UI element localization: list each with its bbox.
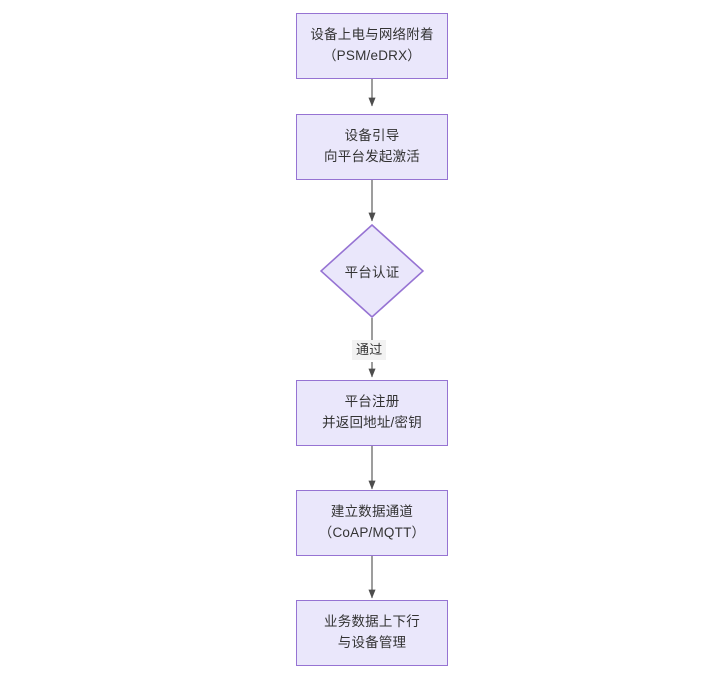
diamond-shape bbox=[319, 223, 425, 319]
node-line: 建立数据通道 bbox=[330, 504, 414, 520]
node-device-bootstrap[interactable]: 设备引导 向平台发起激活 bbox=[296, 114, 448, 180]
node-establish-data-channel[interactable]: 建立数据通道 （CoAP/MQTT） bbox=[296, 490, 448, 556]
node-platform-authentication[interactable]: 平台认证 bbox=[319, 223, 425, 319]
node-line: 并返回地址/密钥 bbox=[322, 415, 422, 430]
node-line: 设备上电与网络附着 bbox=[310, 27, 434, 43]
node-line: 设备引导 bbox=[344, 128, 400, 144]
node-line: 平台认证 bbox=[344, 265, 400, 280]
node-business-data-and-device-management[interactable]: 业务数据上下行 与设备管理 bbox=[296, 600, 448, 666]
node-line: 与设备管理 bbox=[337, 635, 407, 650]
node-device-power-on[interactable]: 设备上电与网络附着 （PSM/eDRX） bbox=[296, 13, 448, 79]
node-line: 平台注册 bbox=[344, 394, 400, 410]
node-line: （CoAP/MQTT） bbox=[318, 525, 426, 540]
edge-label-pass: 通过 bbox=[352, 340, 387, 360]
node-line: （PSM/eDRX） bbox=[322, 48, 422, 63]
node-platform-registration[interactable]: 平台注册 并返回地址/密钥 bbox=[296, 380, 448, 446]
node-line: 向平台发起激活 bbox=[324, 149, 420, 164]
node-line: 业务数据上下行 bbox=[324, 614, 420, 630]
